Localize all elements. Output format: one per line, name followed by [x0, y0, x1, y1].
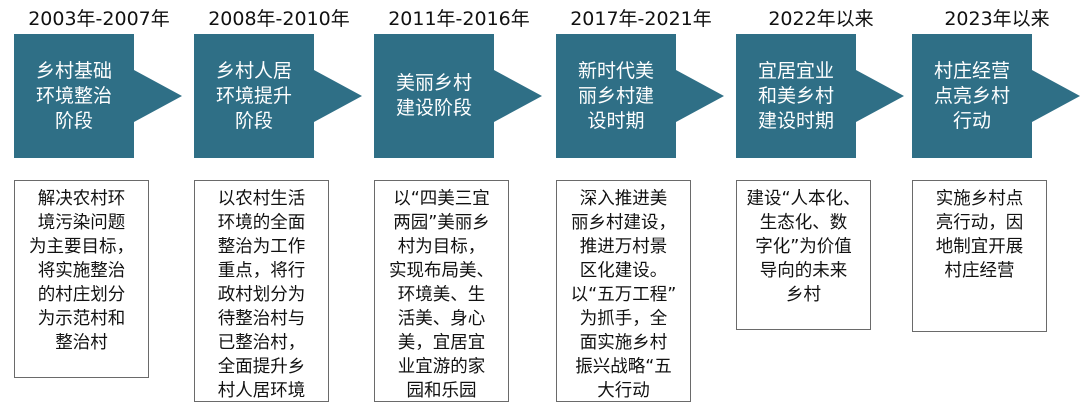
stage-arrow: 美丽乡村 建设阶段 [374, 34, 544, 158]
stage-year: 2011年-2016年 [388, 8, 530, 30]
stage-title: 新时代美 丽乡村建 设时期 [577, 59, 654, 132]
stage-description: 以“四美三宜 两园”美丽乡 村为目标， 实现布局美、 环境美、生 活美、身心 美… [374, 180, 509, 402]
stage-arrow: 村庄经营 点亮乡村 行动 [912, 34, 1080, 158]
stage-description: 深入推进美 丽乡村建设， 推进万村景 区化建设。 以“五万工程” 为抓手，全 面… [556, 180, 691, 402]
arrow-shape [912, 34, 1080, 158]
arrow-shape [374, 34, 542, 158]
stage-title: 乡村基础 环境整治 阶段 [35, 59, 112, 132]
arrow-shape [194, 34, 362, 158]
stage-description: 以农村生活 环境的全面 整治为工作 重点，将行 政村划分为 待整治村与 已整治村… [194, 180, 329, 402]
stage-title: 宜居宜业 和美乡村 建设时期 [757, 59, 834, 132]
stage-description: 建设“人本化、 生态化、数 字化”为价值 导向的未来 乡村 [736, 180, 871, 330]
arrow-shape [736, 34, 904, 158]
stage-year: 2022年以来 [768, 8, 874, 30]
stage-year: 2008年-2010年 [208, 8, 350, 30]
stage-arrow: 乡村基础 环境整治 阶段 [14, 34, 184, 158]
arrow-shape [14, 34, 182, 158]
stage-title: 村庄经营 点亮乡村 行动 [933, 59, 1010, 132]
stage-year: 2023年以来 [944, 8, 1050, 30]
stage-description: 实施乡村点 亮行动，因 地制宜开展 村庄经营 [912, 180, 1047, 332]
arrow-shape [556, 34, 724, 158]
stage-year: 2017年-2021年 [570, 8, 712, 30]
stage-year: 2003年-2007年 [28, 8, 170, 30]
stage-arrow: 乡村人居 环境提升 阶段 [194, 34, 364, 158]
stage-arrow: 宜居宜业 和美乡村 建设时期 [736, 34, 906, 158]
stage-arrow: 新时代美 丽乡村建 设时期 [556, 34, 726, 158]
stage-description: 解决农村环 境污染问题 为主要目标， 将实施整治 的村庄划分 为示范村和 整治村 [14, 180, 149, 378]
stage-title: 美丽乡村 建设阶段 [395, 72, 472, 119]
stage-title: 乡村人居 环境提升 阶段 [215, 59, 292, 132]
